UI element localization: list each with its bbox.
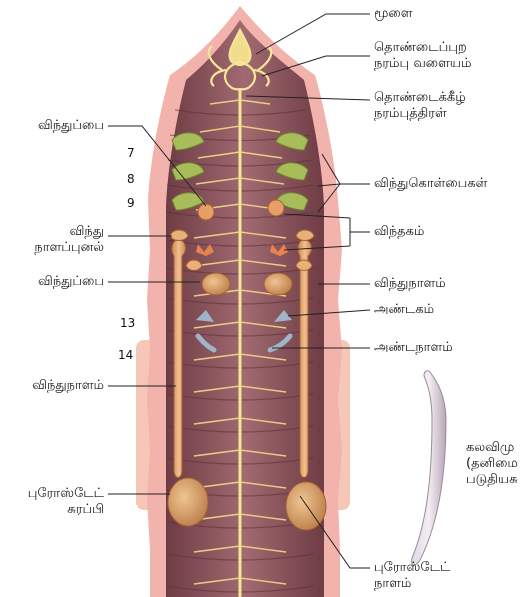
- label-seminal-vesicle-top: விந்துப்பை: [10, 118, 104, 134]
- segment-number-7: 7: [127, 146, 135, 160]
- label-subpharyngeal: தொண்டைக்கீழ் நரம்புத்திரள்: [374, 90, 466, 122]
- label-prostate-duct-line1: புரோஸ்டேட்: [374, 560, 450, 576]
- side-specimen-body: [412, 371, 446, 565]
- label-subpharyngeal-line2: நரம்புத்திரள்: [374, 106, 466, 122]
- label-spermathecae: விந்துகொள்பைகள்: [374, 176, 487, 192]
- label-oviduct: அண்டநாளம்: [374, 340, 453, 356]
- label-clitellum-line3: படுதியசு: [466, 472, 518, 488]
- label-prostate-gland-line2: சுரப்பி: [6, 502, 104, 518]
- label-clitellum-line2: (தனிமை: [466, 456, 518, 472]
- segment-number-14: 14: [118, 348, 133, 362]
- label-clitellum-line1: கலவிமு: [466, 440, 518, 456]
- label-sperm-funnel-line1: விந்து: [10, 224, 104, 240]
- label-vas-deferens-left: விந்துநாளம்: [6, 378, 104, 394]
- label-sperm-funnel: விந்து நாளப்புனல்: [10, 224, 104, 256]
- label-pharyngeal-ring-line2: நரம்பு வளையம்: [374, 56, 471, 72]
- label-vas-deferens-right: விந்துநாளம்: [374, 276, 446, 292]
- label-subpharyngeal-line1: தொண்டைக்கீழ்: [374, 90, 466, 106]
- spermathecae-left: [172, 133, 204, 210]
- label-prostate-gland-line1: புரோஸ்டேட்: [6, 486, 104, 502]
- label-prostate-gland: புரோஸ்டேட் சுரப்பி: [6, 486, 104, 518]
- segment-number-9: 9: [127, 196, 135, 210]
- label-sperm-funnel-line2: நாளப்புனல்: [10, 240, 104, 256]
- label-ovary: அண்டகம்: [374, 302, 434, 318]
- label-seminal-vesicle-mid: விந்துப்பை: [10, 274, 104, 290]
- label-testis: விந்தகம்: [374, 224, 424, 240]
- label-prostate-duct: புரோஸ்டேட் நாளம்: [374, 560, 450, 592]
- segment-number-8: 8: [127, 172, 135, 186]
- label-pharyngeal-ring: தொண்டைப்புற நரம்பு வளையம்: [374, 40, 471, 72]
- segment-number-13: 13: [120, 316, 135, 330]
- spermathecae-right: [276, 133, 308, 210]
- label-pharyngeal-ring-line1: தொண்டைப்புற: [374, 40, 471, 56]
- label-brain: மூளை: [374, 6, 412, 22]
- label-prostate-duct-line2: நாளம்: [374, 576, 450, 592]
- label-clitellum-note: கலவிமு (தனிமை படுதியசு: [466, 440, 518, 488]
